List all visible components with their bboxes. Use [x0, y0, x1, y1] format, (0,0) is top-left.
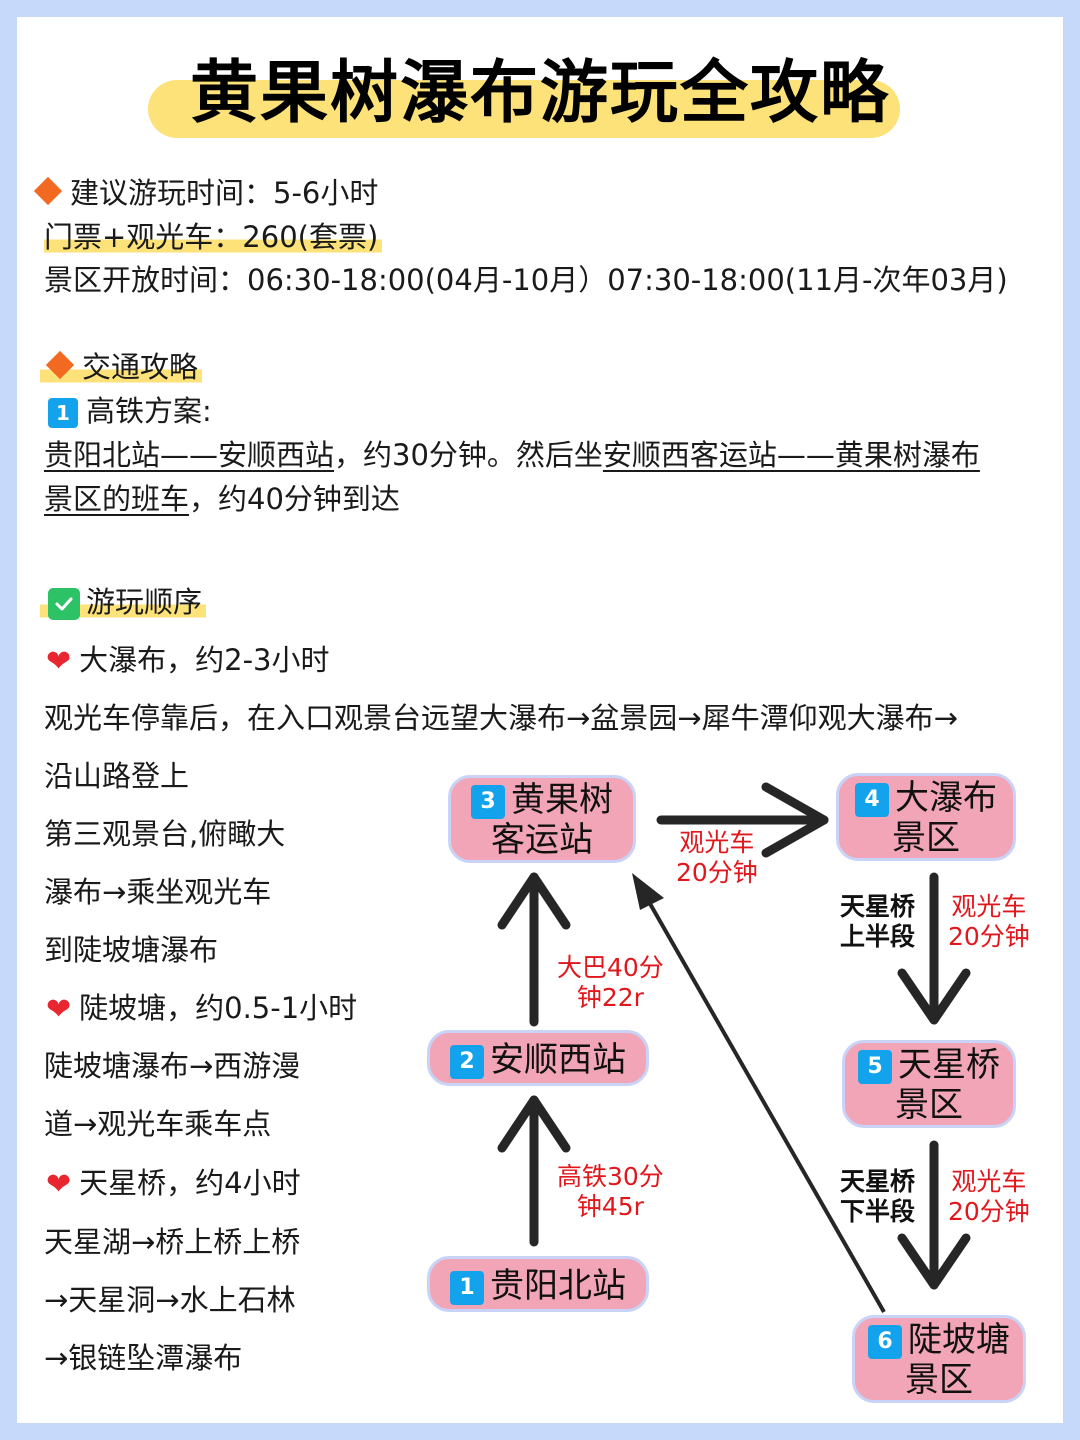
node-label: 客运站: [491, 820, 593, 860]
transport-heading-text: 交通攻略: [82, 350, 199, 384]
order-line: 瀑布→乘坐观光车: [44, 875, 272, 909]
node-label: 贵阳北站: [490, 1266, 626, 1306]
heart-icon: ❤: [46, 644, 72, 679]
plan-title-line: 1 高铁方案:: [44, 391, 212, 431]
spot-title: 大瀑布，约2-3小时: [79, 643, 330, 677]
number-4-icon: 4: [855, 783, 889, 817]
transport-heading: 交通攻略: [40, 347, 203, 387]
edge-label-5-6: 观光车 20分钟: [948, 1167, 1030, 1227]
order-line: 道→观光车乘车点: [44, 1107, 272, 1141]
edge-label-line: 天星桥: [840, 1167, 916, 1196]
node-label: 天星桥: [898, 1045, 1000, 1085]
edge-label-line: 20分钟: [948, 922, 1030, 951]
route-text-1: ，约30分钟。然后坐: [334, 438, 603, 472]
edge-label-1-2: 高铁30分 钟45r: [557, 1162, 664, 1222]
number-5-icon: 5: [858, 1050, 892, 1084]
number-1-icon: 1: [450, 1271, 484, 1305]
checkmark-icon: [48, 588, 80, 620]
edge-label-line: 钟45r: [576, 1192, 644, 1221]
number-1-icon: 1: [48, 398, 78, 428]
node-label: 景区: [892, 818, 960, 858]
order-line: →银链坠潭瀑布: [44, 1341, 243, 1375]
node-label: 陡坡塘: [908, 1320, 1010, 1360]
edge-label-3-4: 观光车 20分钟: [676, 828, 758, 888]
plan-line-1: 贵阳北站——安顺西站，约30分钟。然后坐安顺西客运站——黄果树瀑布: [44, 435, 980, 475]
order-line: 陡坡塘瀑布→西游漫: [44, 1049, 301, 1083]
order-line: →天星洞→水上石林: [44, 1283, 296, 1317]
edge-label-line: 观光车: [951, 892, 1027, 921]
diamond-icon: [45, 350, 75, 380]
node-label: 大瀑布: [895, 778, 997, 818]
title-highlight: [148, 80, 900, 138]
page-title: 黄果树瀑布游玩全攻略: [189, 54, 890, 133]
route-segment-3: 景区的班车: [44, 482, 190, 516]
edge-label-line: 20分钟: [676, 858, 758, 887]
number-6-icon: 6: [868, 1325, 902, 1359]
order-line: 第三观景台,俯瞰大: [44, 817, 286, 851]
edge-label-line: 下半段: [840, 1197, 916, 1226]
node-label: 景区: [895, 1085, 963, 1125]
edge-label-line: 上半段: [840, 922, 916, 951]
edge-label-line: 高铁30分: [557, 1162, 664, 1191]
number-3-icon: 3: [471, 785, 505, 819]
spot-title: 天星桥，约4小时: [79, 1166, 301, 1200]
edge-label-4-5: 观光车 20分钟: [948, 892, 1030, 952]
order-line: ❤陡坡塘，约0.5-1小时: [44, 988, 357, 1030]
plan-title: 高铁方案:: [86, 394, 212, 428]
edge-side-label-5-6: 天星桥 下半段: [840, 1167, 915, 1227]
order-line: ❤大瀑布，约2-3小时: [44, 640, 330, 682]
duration-text: 建议游玩时间：5-6小时: [70, 176, 379, 210]
edge-label-line: 20分钟: [948, 1197, 1030, 1226]
ticket-text: 门票+观光车：260(套票): [44, 220, 383, 254]
duration-line: 建议游玩时间：5-6小时: [28, 173, 378, 213]
title-wrap: 黄果树瀑布游玩全攻略: [0, 54, 1080, 134]
route-segment-2: 安顺西客运站——黄果树瀑布: [602, 438, 980, 472]
edge-label-line: 天星桥: [840, 892, 916, 921]
edge-label-line: 大巴40分: [557, 953, 664, 982]
edge-label-line: 观光车: [679, 828, 755, 857]
edge-side-label-4-5: 天星桥 上半段: [840, 892, 915, 952]
order-line: ❤天星桥，约4小时: [44, 1163, 301, 1205]
edge-label-2-3: 大巴40分 钟22r: [557, 953, 664, 1013]
route-segment-1: 贵阳北站——安顺西站: [44, 438, 335, 472]
ticket-line: 门票+观光车：260(套票): [44, 217, 383, 257]
heart-icon: ❤: [46, 1167, 72, 1202]
plan-line-2: 景区的班车，约40分钟到达: [44, 479, 400, 519]
diamond-icon: [33, 176, 63, 206]
node-label: 景区: [905, 1360, 973, 1400]
order-line: 观光车停靠后，在入口观景台远望大瀑布→盆景园→犀牛潭仰观大瀑布→: [44, 701, 958, 735]
edge-label-line: 观光车: [951, 1167, 1027, 1196]
order-heading: 游玩顺序: [40, 582, 207, 622]
number-2-icon: 2: [450, 1045, 484, 1079]
route-text-2: ，约40分钟到达: [189, 482, 400, 516]
node-label: 黄果树: [511, 780, 613, 820]
hours-text: 景区开放时间：06:30-18:00(04月-10月）07:30-18:00(1…: [44, 263, 1008, 297]
heart-icon: ❤: [46, 992, 72, 1027]
edge-label-line: 钟22r: [576, 983, 644, 1012]
order-heading-text: 游玩顺序: [86, 585, 203, 619]
order-line: 到陡坡塘瀑布: [44, 933, 219, 967]
order-line: 天星湖→桥上桥上桥: [44, 1225, 301, 1259]
spot-title: 陡坡塘，约0.5-1小时: [79, 991, 358, 1025]
node-label: 安顺西站: [490, 1040, 626, 1080]
hours-line: 景区开放时间：06:30-18:00(04月-10月）07:30-18:00(1…: [44, 260, 1008, 300]
order-line: 沿山路登上: [44, 759, 190, 793]
